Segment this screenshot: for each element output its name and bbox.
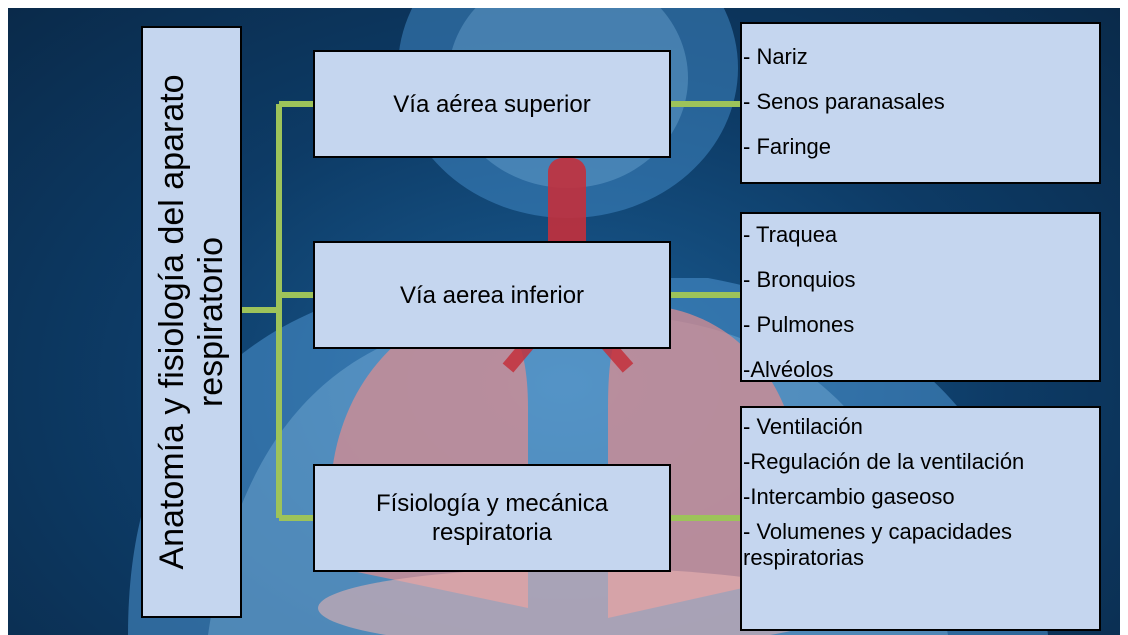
list-item: - Pulmones — [743, 312, 855, 337]
category-label: Vía aérea superior — [393, 90, 591, 118]
list-item: - Faringe — [743, 134, 832, 159]
category-label: Físiología y mecánica respiratoria — [375, 490, 609, 546]
list-item: - Volumenes y capacidades respiratorias — [743, 519, 1013, 570]
list-item: - Nariz — [743, 44, 808, 69]
category-box-physiology: Físiología y mecánica respiratoria — [313, 464, 671, 572]
list-item: - Traquea — [743, 222, 838, 247]
details-box-lower-airway: - Traquea - Bronquios - Pulmones -Alvéol… — [740, 212, 1101, 382]
list-item: -Intercambio gaseoso — [743, 484, 955, 509]
category-label: Vía aerea inferior — [399, 281, 585, 309]
list-item: - Ventilación — [743, 414, 863, 439]
details-box-physiology: - Ventilación -Regulación de la ventilac… — [740, 406, 1101, 631]
list-item: -Alvéolos — [743, 357, 834, 382]
category-box-upper-airway: Vía aérea superior — [313, 50, 671, 158]
list-item: - Bronquios — [743, 267, 856, 292]
list-item: - Senos paranasales — [743, 89, 945, 114]
category-box-lower-airway: Vía aerea inferior — [313, 241, 671, 349]
title-box: Anatomía y fisiología del aparato respir… — [141, 26, 242, 618]
diagram-title: Anatomía y fisiología del aparato respir… — [152, 74, 230, 570]
list-item: -Regulación de la ventilación — [743, 449, 1025, 474]
details-box-upper-airway: - Nariz - Senos paranasales - Faringe — [740, 22, 1101, 184]
